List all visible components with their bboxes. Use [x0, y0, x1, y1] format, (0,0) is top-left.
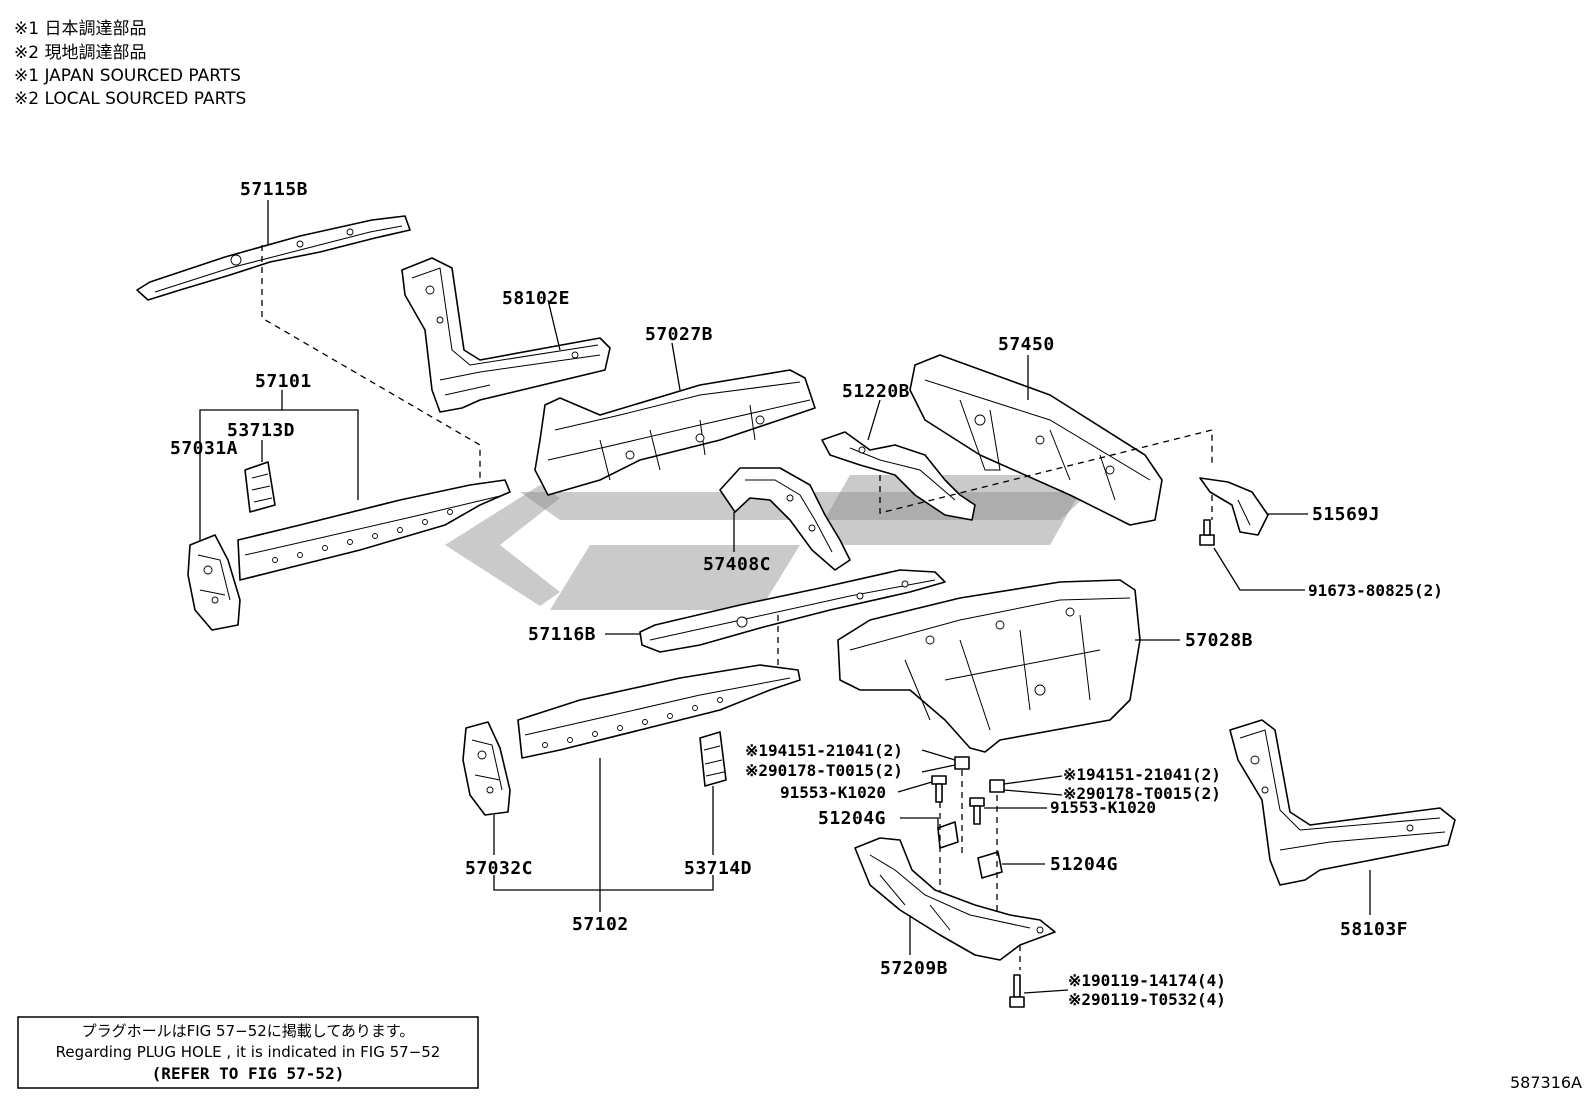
label-91553-left[interactable]: 91553-K1020 [780, 783, 886, 802]
leader-91553-left [897, 781, 933, 793]
label-94151-left[interactable]: ※194151-21041(2) [745, 741, 903, 760]
part-57101-drawing[interactable] [237, 479, 511, 581]
leader-51204G-left [900, 817, 939, 830]
bolt-91673-drawing[interactable] [1199, 519, 1215, 546]
label-53713D[interactable]: 53713D [227, 420, 295, 441]
leader-58102E [547, 299, 561, 351]
leader-91673 [1213, 547, 1305, 591]
bracket-57102 [493, 875, 714, 891]
reference-note: プラグホールはFIG 57−52に掲載してあります。 Regarding PLU… [17, 1016, 479, 1089]
part-57032C-drawing[interactable] [462, 721, 511, 816]
leader-90119 [1023, 989, 1069, 994]
legend-line-2: ※2 現地調達部品 [14, 43, 146, 63]
label-58103F[interactable]: 58103F [1340, 919, 1408, 940]
legend: ※1 日本調達部品 ※2 現地調達部品 ※1 JAPAN SOURCED PAR… [14, 19, 246, 109]
label-57102[interactable]: 57102 [572, 914, 629, 935]
part-57408C-drawing[interactable] [719, 467, 851, 571]
part-57028B-drawing[interactable] [837, 579, 1141, 753]
leader-57027B [671, 342, 681, 391]
leader-51220B [867, 399, 881, 441]
label-57408C[interactable]: 57408C [703, 554, 771, 575]
label-90119-1[interactable]: ※190119-14174(4) [1068, 971, 1226, 990]
label-57032C[interactable]: 57032C [465, 858, 533, 879]
part-57102-drawing[interactable] [517, 664, 801, 759]
label-90178-left[interactable]: ※290178-T0015(2) [745, 761, 903, 780]
note-line-3[interactable]: (REFER TO FIG 57-52) [152, 1064, 345, 1083]
part-53714D-drawing[interactable] [699, 731, 727, 787]
label-90119-2[interactable]: ※290119-T0532(4) [1068, 990, 1226, 1009]
part-51569J-drawing[interactable] [1199, 477, 1269, 536]
label-51220B[interactable]: 51220B [842, 381, 910, 402]
leader-94151-right [1003, 775, 1063, 785]
label-94151-right[interactable]: ※194151-21041(2) [1063, 765, 1221, 784]
part-57115B-drawing[interactable] [136, 215, 411, 301]
dashed-line-1 [261, 245, 481, 485]
label-91553-right[interactable]: 91553-K1020 [1050, 798, 1156, 817]
label-51204G-right[interactable]: 51204G [1050, 854, 1118, 875]
label-53714D[interactable]: 53714D [684, 858, 752, 879]
label-57450[interactable]: 57450 [998, 334, 1055, 355]
legend-line-1: ※1 日本調達部品 [14, 19, 146, 39]
nut-right-drawing[interactable] [989, 779, 1005, 793]
part-57209B-drawing[interactable] [854, 837, 1056, 961]
bracket-57101 [199, 409, 359, 545]
leader-90178-left [921, 764, 956, 773]
label-57028B[interactable]: 57028B [1185, 630, 1253, 651]
bolt-right-drawing[interactable] [969, 797, 985, 825]
label-57031A[interactable]: 57031A [170, 438, 238, 459]
part-53713D-drawing[interactable] [244, 461, 276, 513]
part-58103F-drawing[interactable] [1229, 719, 1456, 886]
legend-line-4: ※2 LOCAL SOURCED PARTS [14, 89, 246, 109]
note-line-2: Regarding PLUG HOLE , it is indicated in… [56, 1043, 441, 1061]
label-57209B[interactable]: 57209B [880, 958, 948, 979]
label-57116B[interactable]: 57116B [528, 624, 596, 645]
label-57101[interactable]: 57101 [255, 371, 312, 392]
part-51220B-drawing[interactable] [821, 431, 976, 521]
part-57031A-drawing[interactable] [187, 534, 241, 631]
label-58102E[interactable]: 58102E [502, 288, 570, 309]
leader-94151-left [921, 749, 956, 761]
bolt-90119-drawing[interactable] [1009, 974, 1025, 1008]
label-91673[interactable]: 91673-80825(2) [1308, 581, 1443, 600]
label-57115B[interactable]: 57115B [240, 179, 308, 200]
part-57450-drawing[interactable] [909, 354, 1163, 526]
part-51204G-left-drawing[interactable] [937, 821, 959, 849]
leader-90178-right [1003, 789, 1063, 796]
bolt-left-drawing[interactable] [931, 775, 947, 803]
part-51204G-right-drawing[interactable] [977, 851, 1003, 879]
nut-left-drawing[interactable] [954, 756, 970, 770]
label-51569J[interactable]: 51569J [1312, 504, 1380, 525]
label-51204G-left[interactable]: 51204G [818, 808, 886, 829]
part-57027B-drawing[interactable] [534, 369, 816, 496]
note-box [17, 1016, 479, 1089]
dashed-line-2 [879, 429, 1213, 514]
part-58102E-drawing[interactable] [401, 257, 611, 413]
part-57116B-drawing[interactable] [639, 569, 946, 653]
label-90178-right[interactable]: ※290178-T0015(2) [1063, 784, 1221, 803]
note-line-1: プラグホールはFIG 57−52に掲載してあります。 [82, 1022, 415, 1040]
legend-line-3: ※1 JAPAN SOURCED PARTS [14, 66, 241, 86]
label-57027B[interactable]: 57027B [645, 324, 713, 345]
figure-code: 587316A [1510, 1073, 1582, 1092]
